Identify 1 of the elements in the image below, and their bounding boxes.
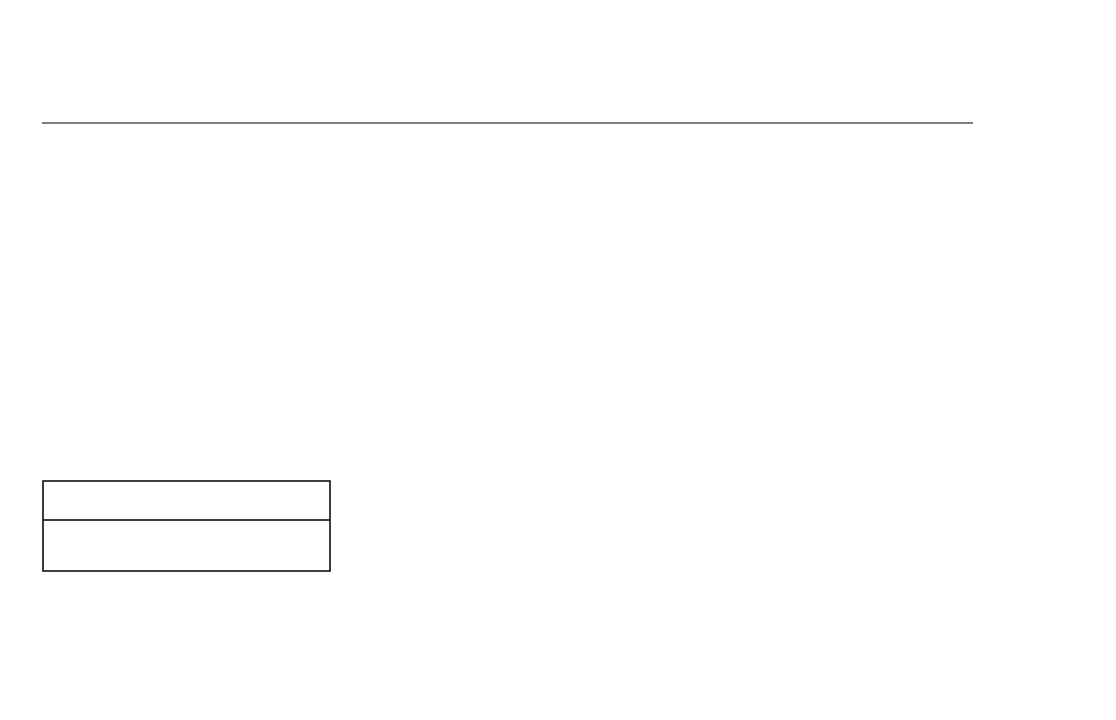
class-box xyxy=(42,480,331,572)
